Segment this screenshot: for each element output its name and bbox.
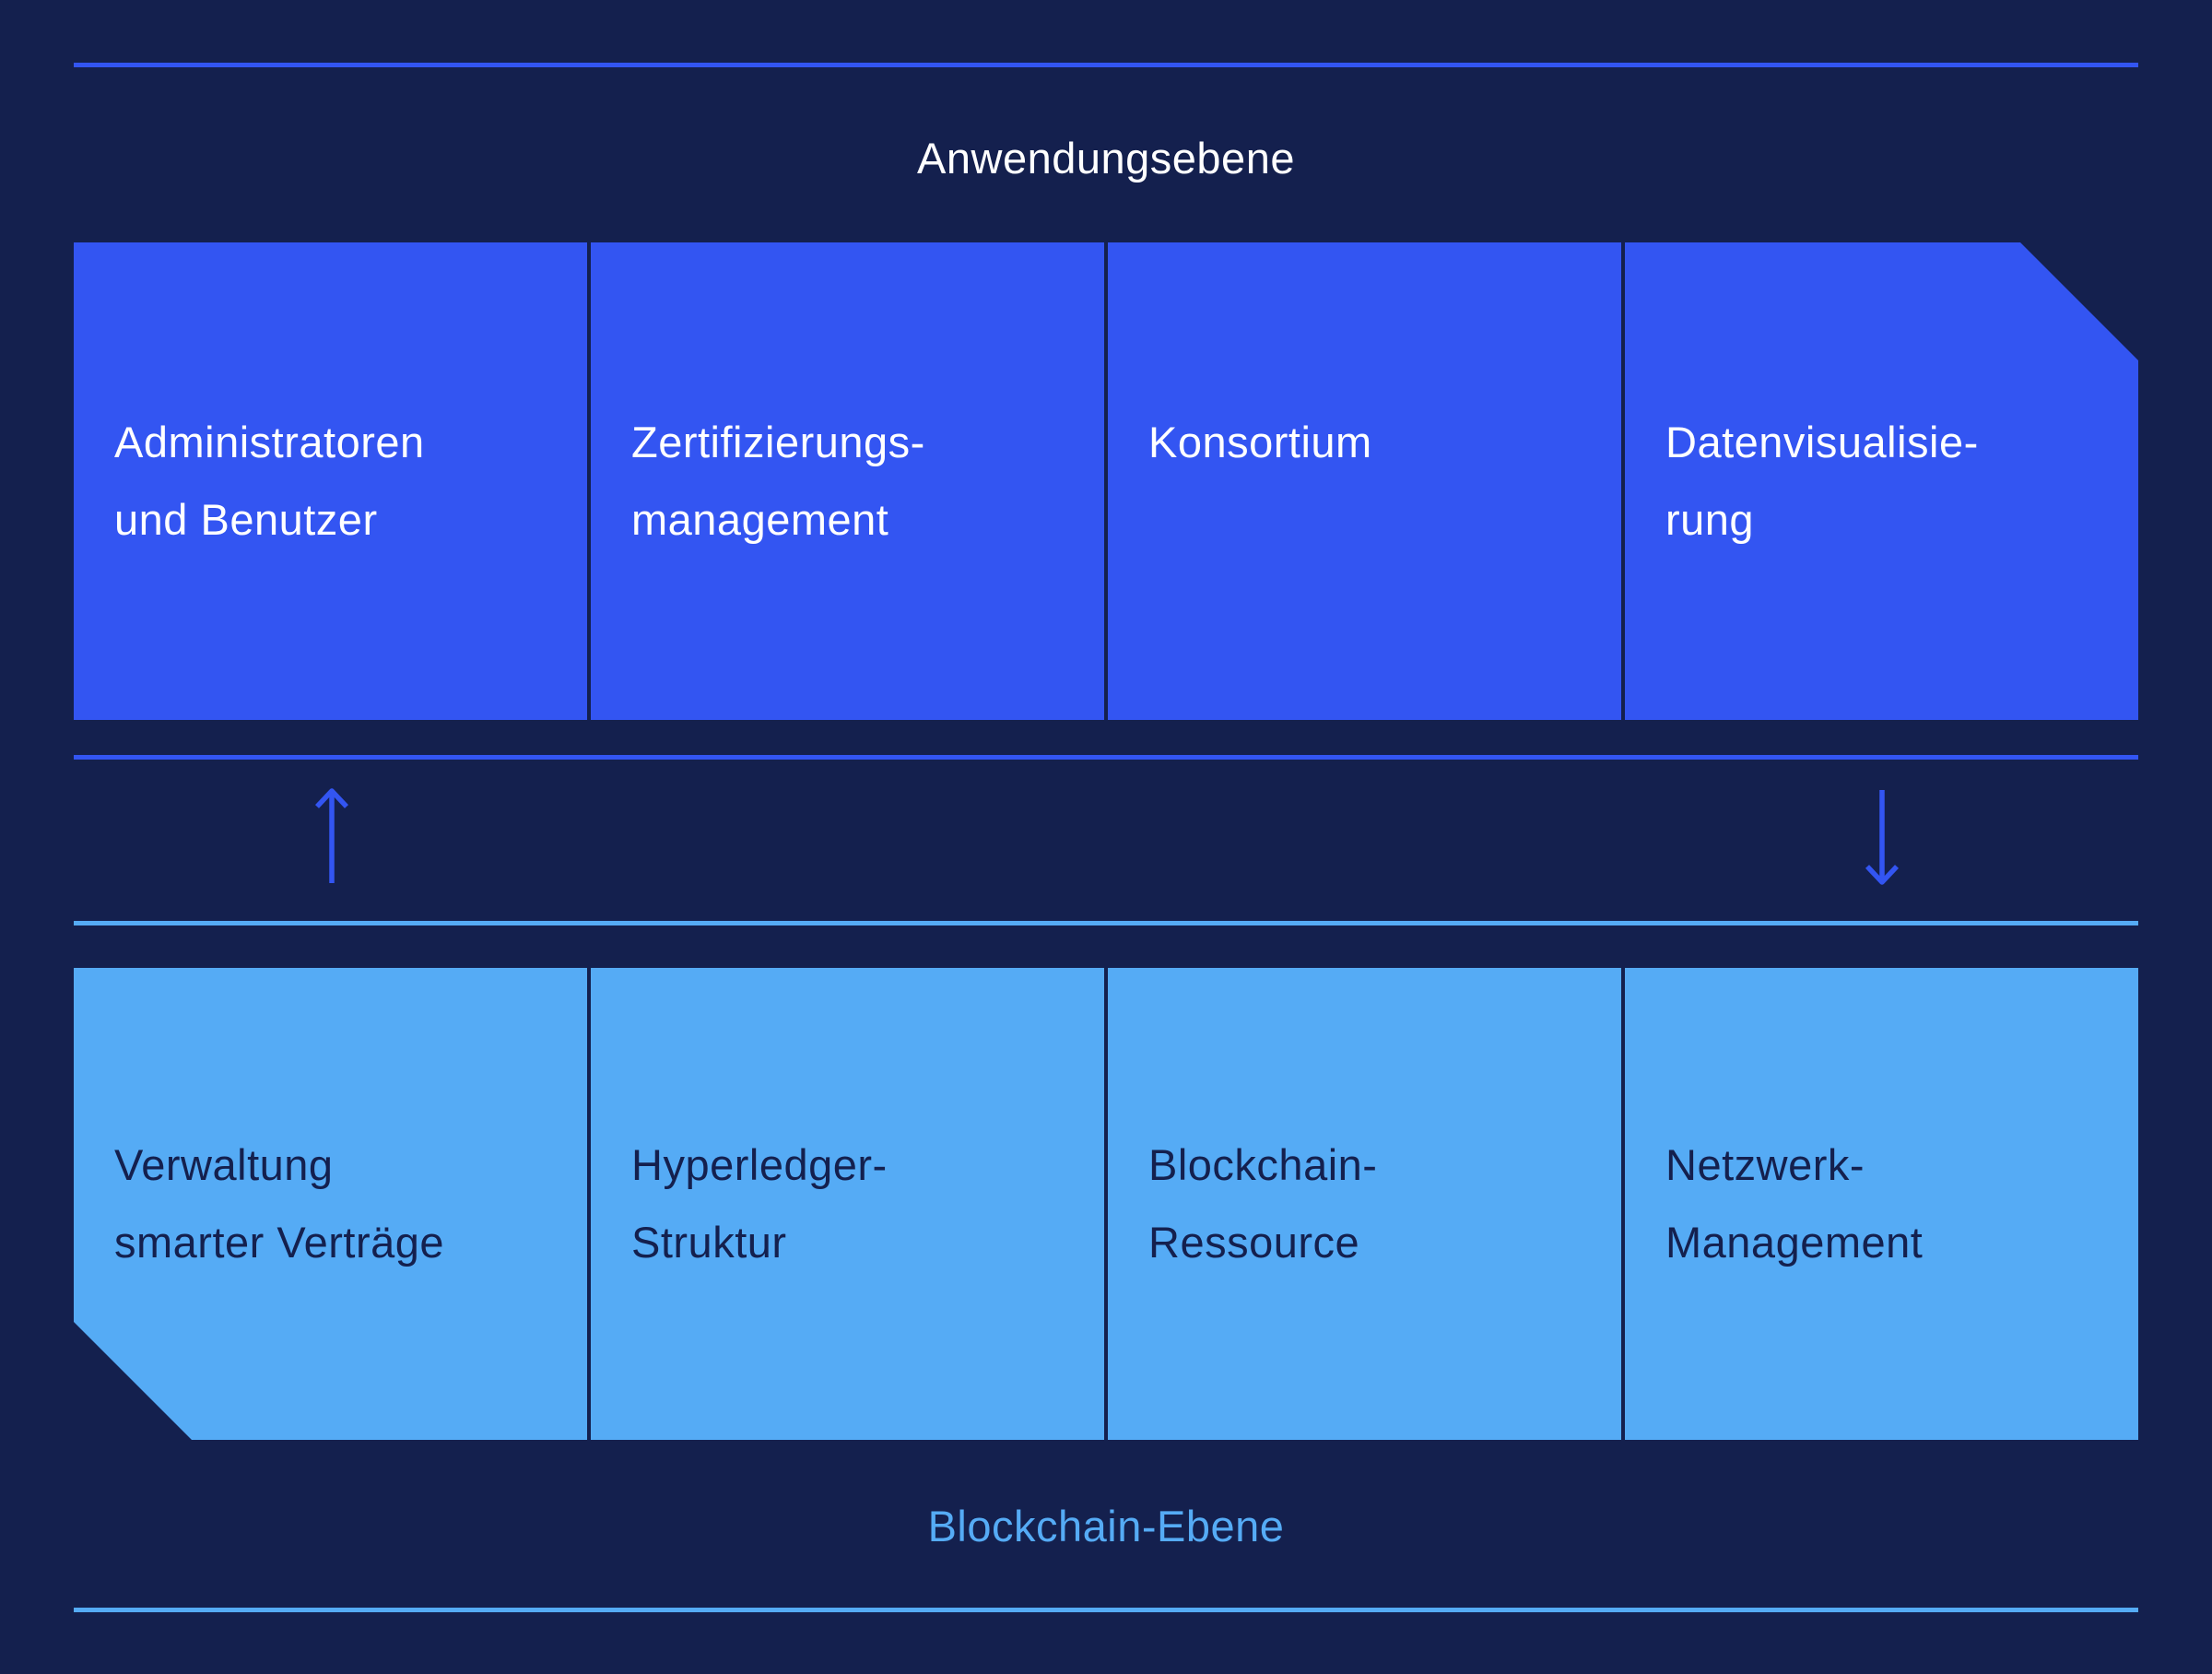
app-box-zertifizierungsmanagement: Zertifizierungs- management: [591, 242, 1104, 720]
app-box-datenvisualisierung: Datenvisualisie- rung: [1625, 242, 2138, 720]
application-layer-bottom-line: [74, 755, 2138, 760]
box-label-line: management: [631, 495, 889, 544]
box-label-line: Blockchain-: [1148, 1140, 1378, 1189]
chain-box-netzwerk-management: Netzwerk- Management: [1625, 968, 2138, 1440]
blockchain-layer-top-line: [74, 921, 2138, 925]
box-label-line: Verwaltung: [114, 1140, 334, 1189]
box-label-line: Konsortium: [1148, 418, 1372, 466]
box-label-line: und Benutzer: [114, 495, 378, 544]
application-layer-row: Administratoren und Benutzer Zertifizier…: [74, 242, 2138, 720]
box-label-line: Netzwerk-: [1665, 1140, 1865, 1189]
app-box-administratoren-und-benutzer: Administratoren und Benutzer: [74, 242, 587, 720]
bottom-frame-line: [74, 1608, 2138, 1612]
blockchain-layer-title: Blockchain-Ebene: [927, 1502, 1285, 1550]
box-label-line: Datenvisualisie-: [1665, 418, 1979, 466]
chain-box-blockchain-ressource: Blockchain- Ressource: [1108, 968, 1621, 1440]
arrow-down-icon: [1865, 790, 1900, 885]
blockchain-layer-row: Verwaltung smarter Verträge Hyperledger-…: [74, 968, 2138, 1440]
top-frame-line: [74, 63, 2138, 67]
arrow-up-icon: [314, 788, 349, 883]
app-box-konsortium: Konsortium: [1108, 242, 1621, 720]
box-label-line: Ressource: [1148, 1218, 1360, 1267]
box-label-line: Struktur: [631, 1218, 787, 1267]
chain-box-hyperledger-struktur: Hyperledger- Struktur: [591, 968, 1104, 1440]
box-label-line: rung: [1665, 495, 1755, 544]
box-label-line: Hyperledger-: [631, 1140, 888, 1189]
box-label-line: Management: [1665, 1218, 1924, 1267]
box-label-line: Administratoren: [114, 418, 425, 466]
chain-box-verwaltung-smarter-vertraege: Verwaltung smarter Verträge: [74, 968, 587, 1440]
application-layer-title: Anwendungsebene: [917, 134, 1295, 183]
box-label-line: Zertifizierungs-: [631, 418, 925, 466]
box-label-line: smarter Verträge: [114, 1218, 445, 1267]
